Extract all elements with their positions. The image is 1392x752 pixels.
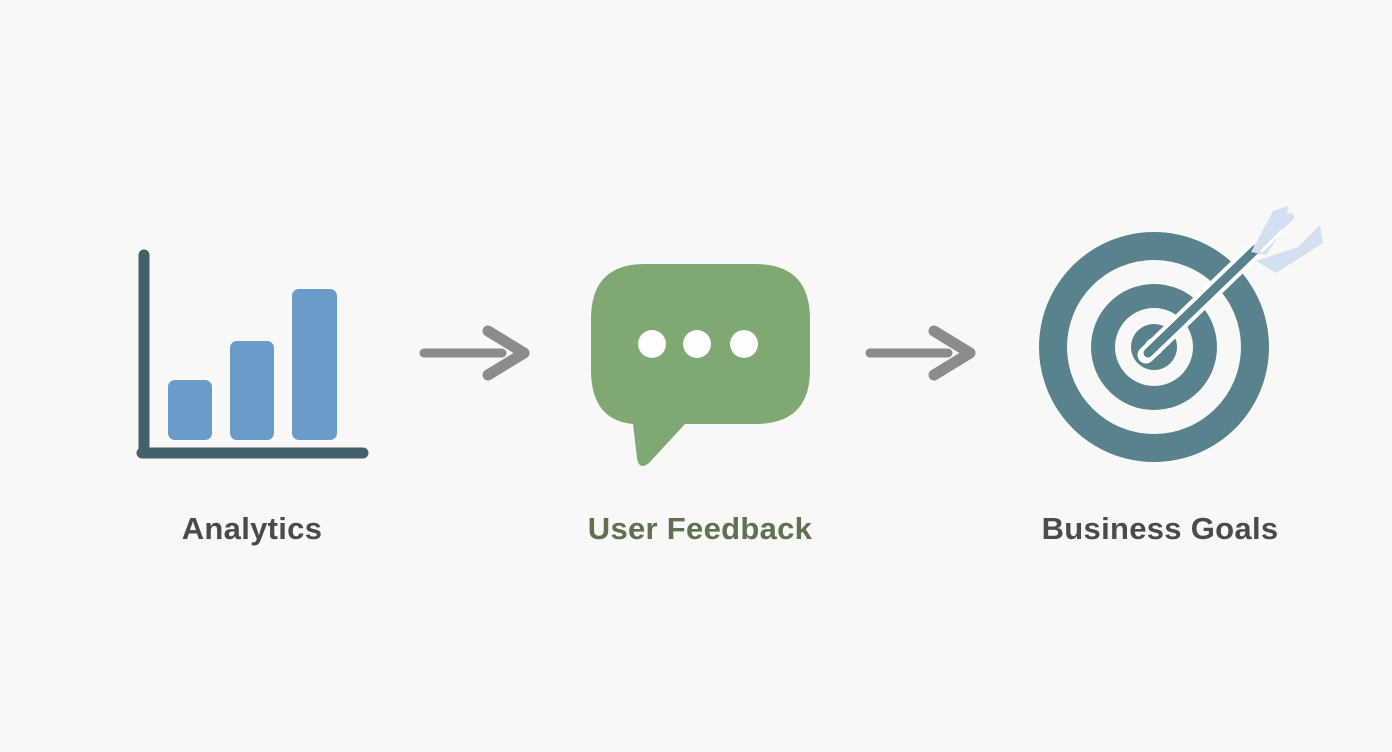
bar-chart-icon	[136, 249, 369, 459]
bar-short	[168, 380, 212, 440]
arrow-head	[928, 325, 976, 381]
step-label-business-goals: Business Goals	[1041, 511, 1279, 546]
dart-nock	[1254, 213, 1294, 251]
bar-medium	[230, 341, 274, 440]
arrow-right-icon	[865, 325, 976, 381]
speech-bubble-body	[591, 264, 810, 467]
bubble-dot	[730, 330, 758, 358]
bubble-dot	[683, 330, 711, 358]
dart-fletching-lower	[1256, 225, 1323, 273]
step-label-analytics: Analytics	[181, 511, 323, 546]
arrow-head	[482, 325, 530, 381]
dart-fletching-highlight	[1260, 229, 1284, 253]
step-label-user-feedback: User Feedback	[587, 511, 813, 546]
dart-shaft	[1143, 244, 1261, 358]
bubble-dot	[638, 330, 666, 358]
speech-bubble-icon	[591, 264, 810, 467]
arrow-right-icon	[419, 325, 530, 381]
bar-tall	[292, 289, 337, 440]
target-arrow-icon	[1039, 206, 1323, 462]
